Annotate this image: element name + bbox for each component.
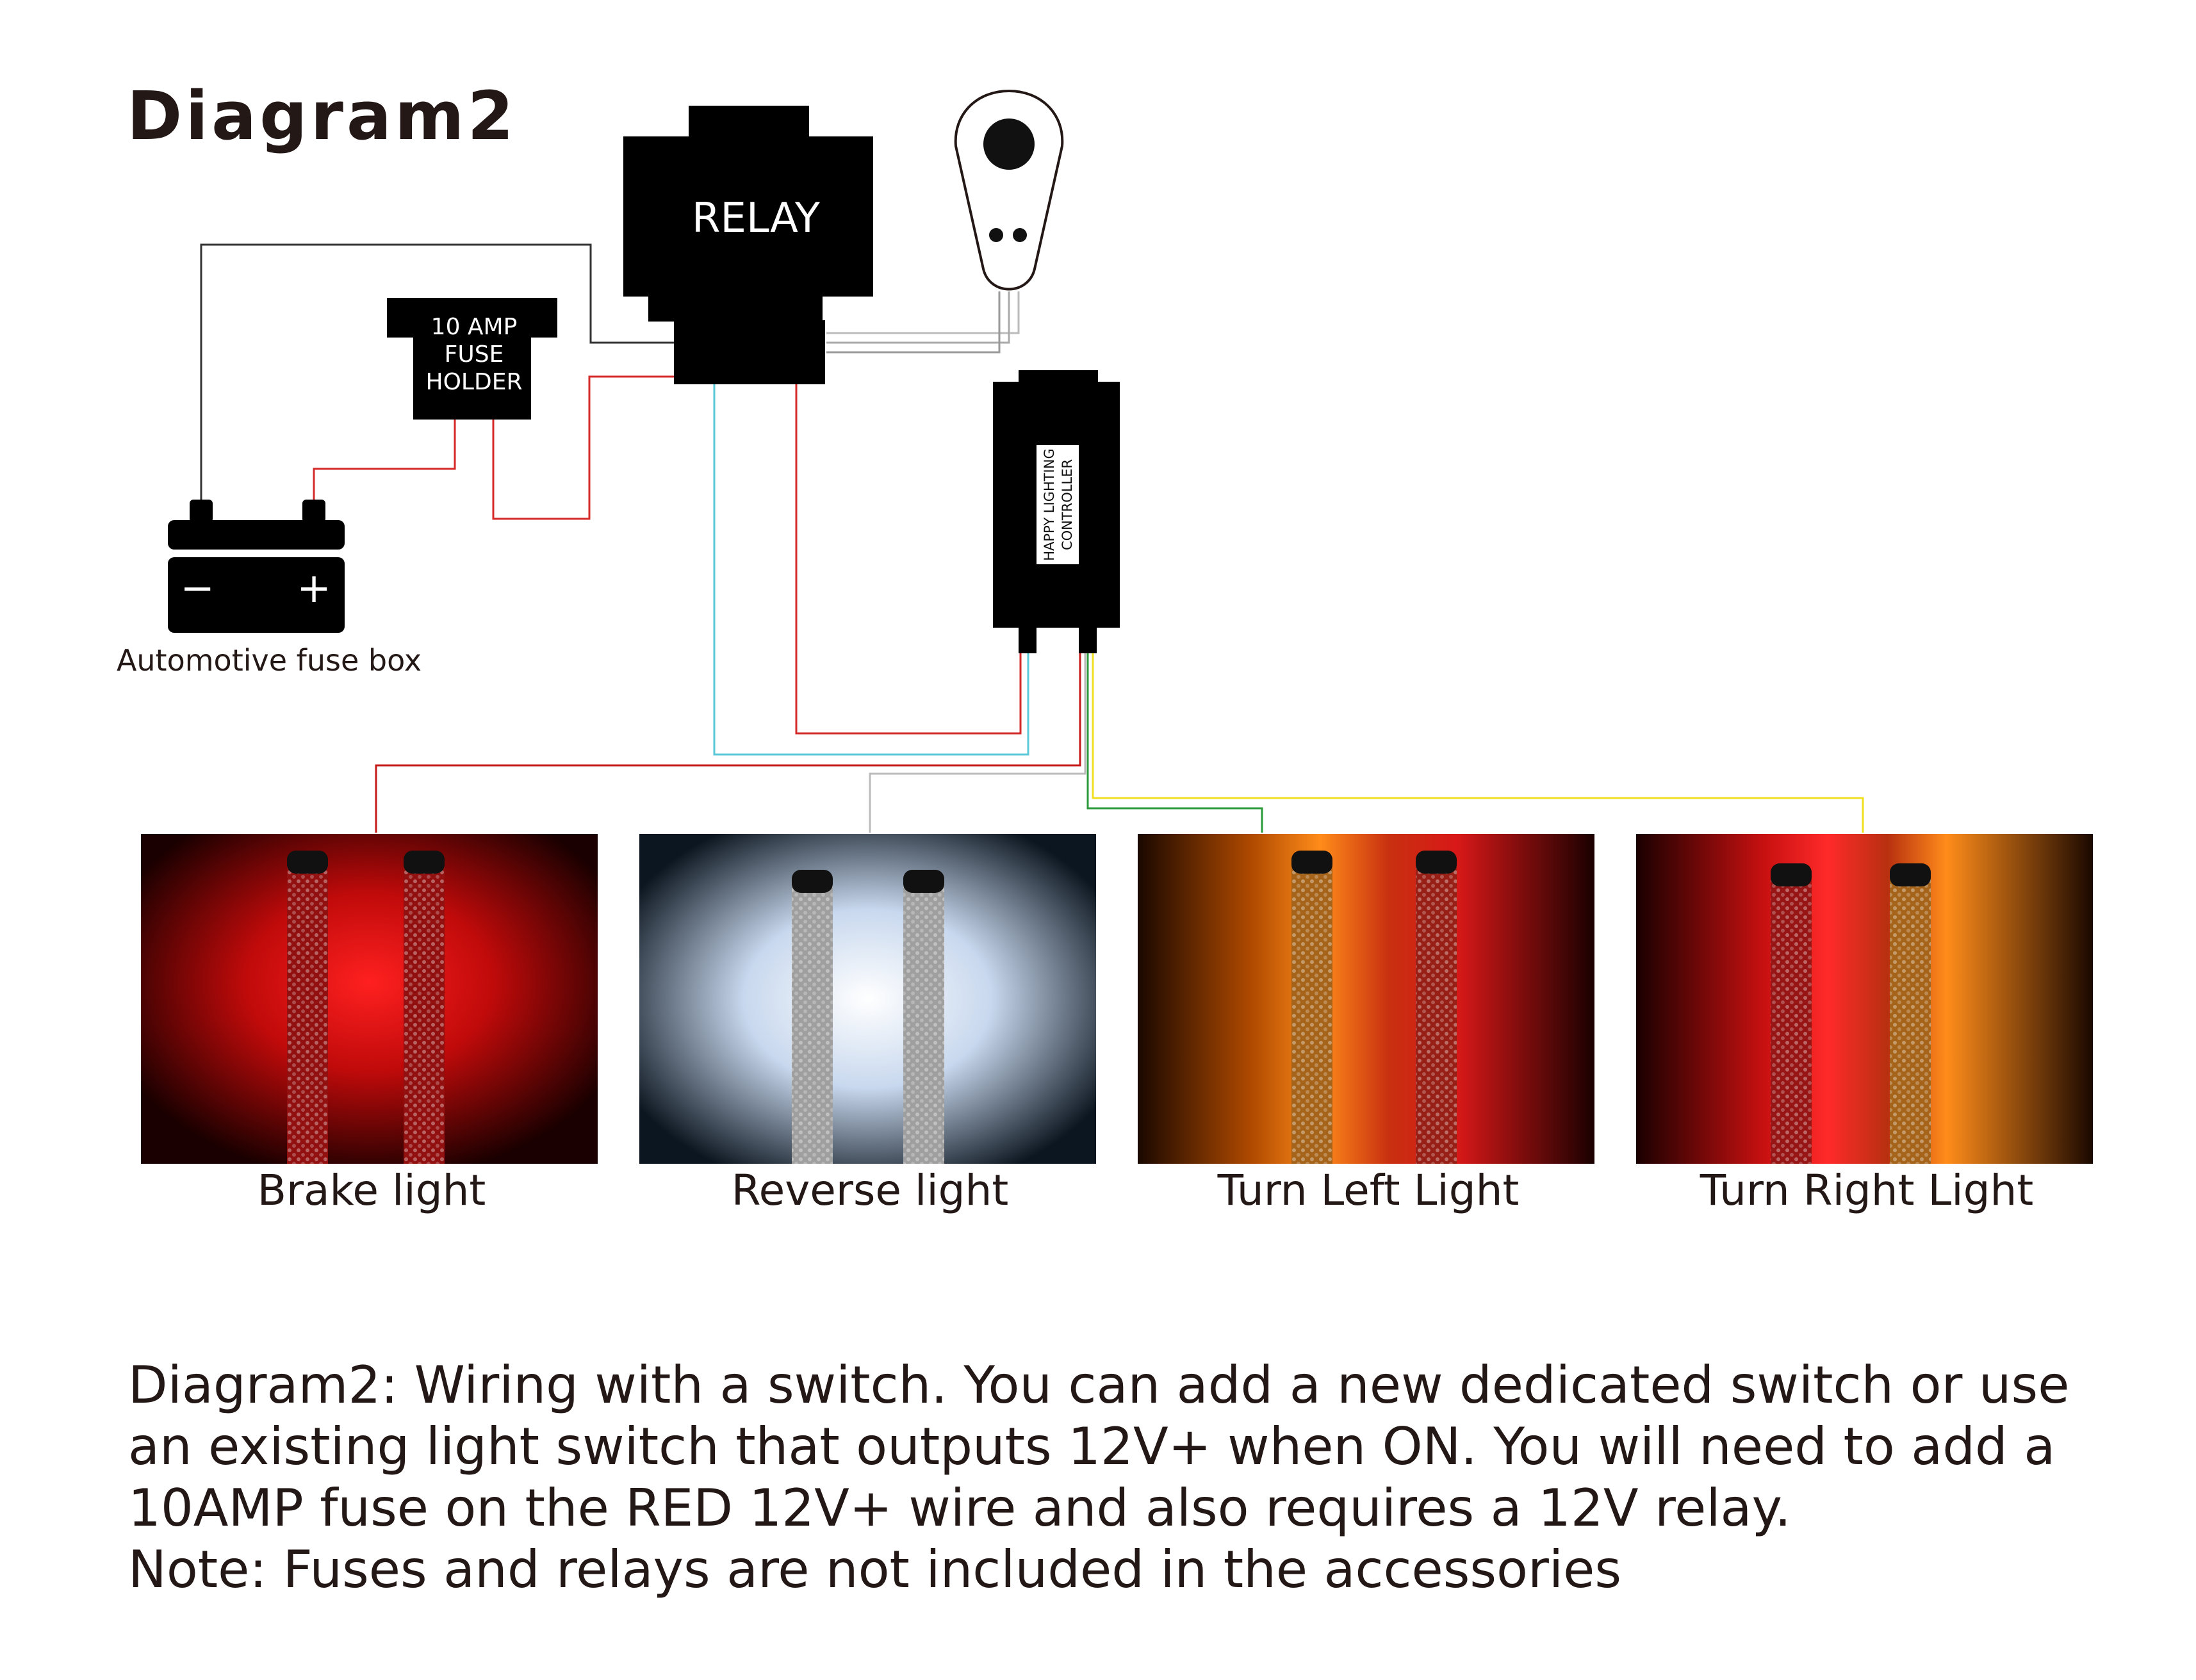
fuse-label-line-2: FUSE [445,341,504,368]
description-line-3: 10AMP fuse on the RED 12V+ wire and also… [128,1478,1791,1538]
wire-switch-1 [826,291,1020,334]
controller: HAPPY LIGHTING CONTROLLER [993,370,1120,653]
relay: RELAY [623,106,873,384]
switch [954,89,1064,291]
description-line-1: Diagram2: Wiring with a switch. You can … [128,1355,2070,1415]
caption-turn-left-light: Turn Left Light [1217,1166,1520,1215]
wire-brake [375,653,1081,833]
fuse-label-line-3: HOLDER [426,369,523,395]
description-line-2: an existing light switch that outputs 12… [128,1417,2056,1476]
wire-reverse [869,653,1086,833]
battery-label: Automotive fuse box [117,643,422,678]
wire-turn-right [1092,653,1864,833]
controller-label-line-2: CONTROLLER [1060,459,1075,550]
caption-brake-light: Brake light [257,1166,486,1215]
caption-turn-right-light: Turn Right Light [1700,1166,2034,1215]
switch-dot-left [989,228,1003,242]
description-line-4: Note: Fuses and relays are not included … [128,1540,1622,1599]
switch-button [983,118,1035,170]
caption-reverse-light: Reverse light [731,1166,1009,1215]
wire-relay-cyan [713,384,1029,756]
light-panel-reverse [639,834,1096,1164]
description: Diagram2: Wiring with a switch. You can … [128,1355,2146,1601]
wire-battery-positive [313,416,456,506]
fuse-holder: 10 AMP FUSE HOLDER [387,298,557,420]
battery: − + Automotive fuse box [117,500,422,678]
battery-minus-sign: − [180,565,215,612]
wire-switch-3 [826,291,1001,354]
wires [200,243,1864,833]
wire-turn-left [1086,653,1263,833]
switch-dot-right [1013,228,1027,242]
light-panel-brake [141,834,598,1164]
battery-plus-sign: + [297,565,331,612]
relay-label: RELAY [692,195,821,242]
wire-battery-negative [200,243,676,506]
light-panel-turn-left [1138,834,1594,1164]
light-panel-turn-right [1636,834,2093,1164]
controller-label-line-1: HAPPY LIGHTING [1042,448,1057,561]
diagram-title: Diagram2 [127,77,517,155]
fuse-label-line-1: 10 AMP [431,314,518,340]
wire-relay-red [795,384,1022,735]
wire-switch-2 [826,291,1010,344]
switch-body [954,89,1064,291]
wire-fuse-to-relay [492,375,676,520]
